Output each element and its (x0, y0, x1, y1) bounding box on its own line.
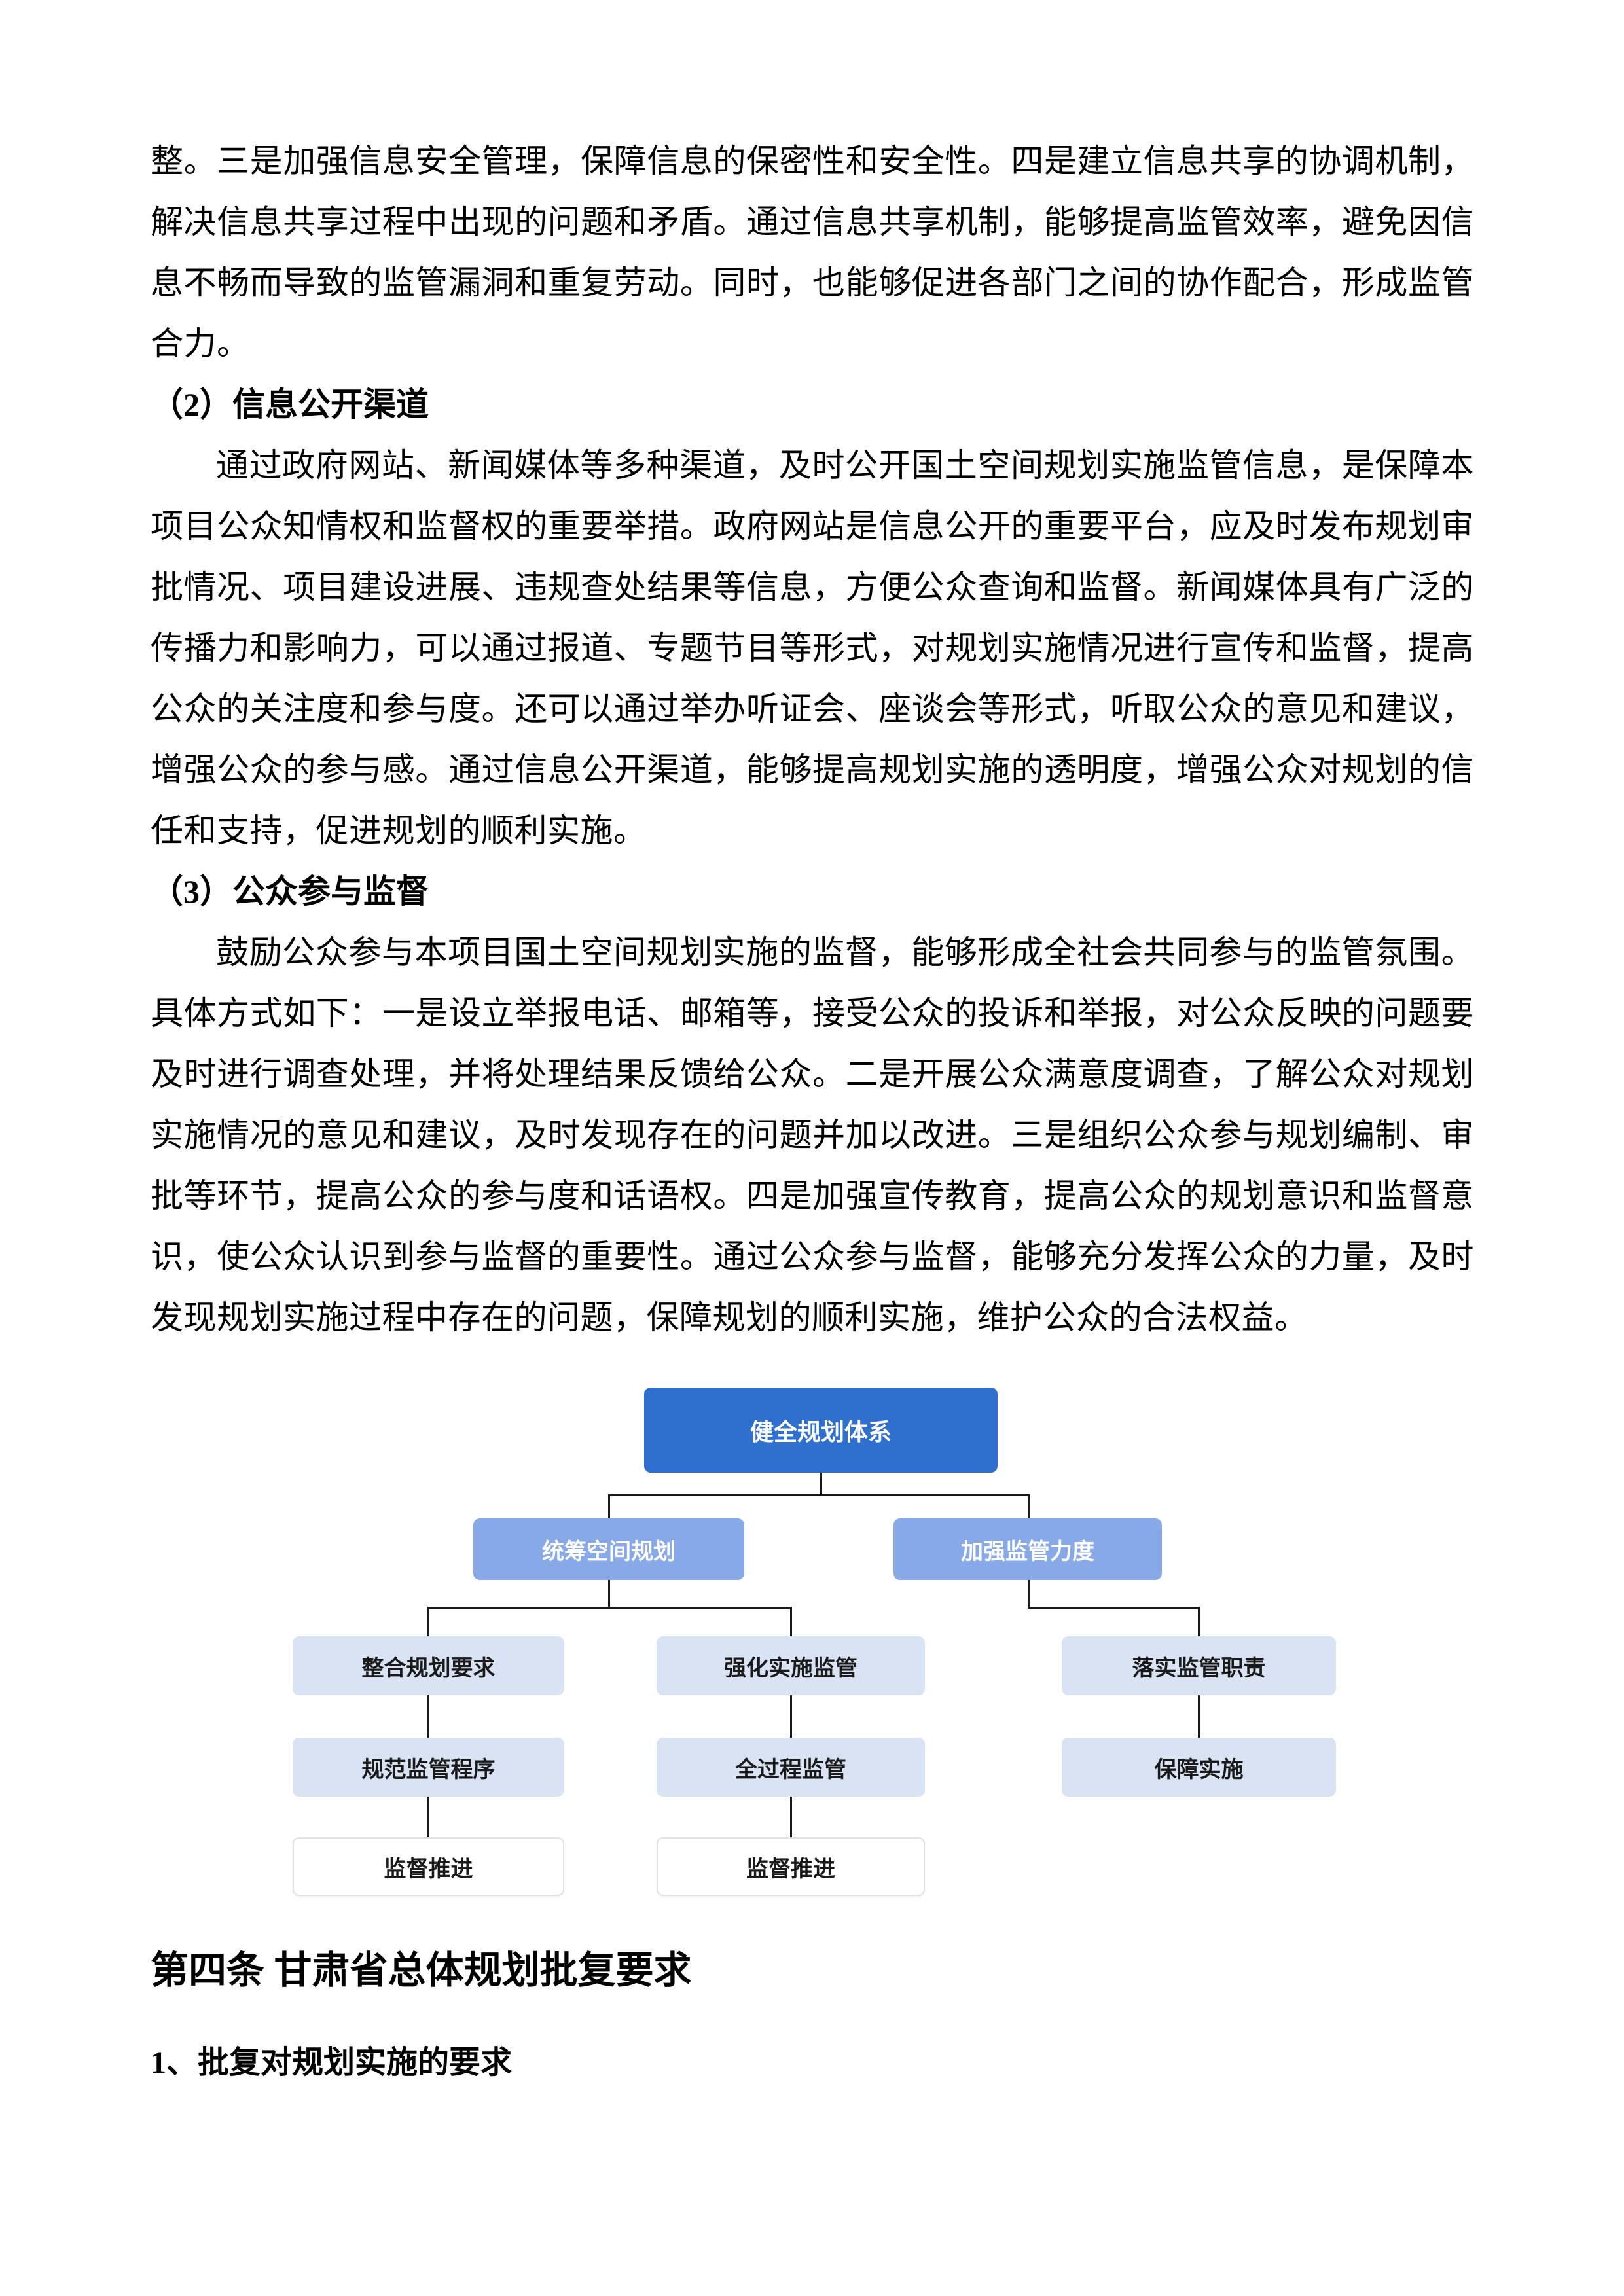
heading-approval-requirements: 1、批复对规划实施的要求 (151, 2045, 513, 2080)
connector (790, 1695, 792, 1738)
connector (427, 1797, 429, 1837)
flowchart-node-spatial-planning: 统筹空间规划 (473, 1518, 744, 1580)
connector (608, 1494, 610, 1518)
heading-public-participation: （3）公众参与监督 (151, 873, 429, 910)
flowchart-node-supervise-promote-1: 监督推进 (293, 1837, 564, 1896)
connector (1028, 1580, 1030, 1607)
document-content: 整。三是加强信息安全管理，保障信息的保密性和安全性。四是建立信息共享的协调机制，… (151, 131, 1474, 2092)
flowchart-node-strengthen-supervision: 加强监管力度 (893, 1518, 1162, 1580)
flowchart-node-guarantee-implementation: 保障实施 (1062, 1738, 1336, 1797)
flowchart-node-standardize-procedures: 规范监管程序 (293, 1738, 564, 1797)
connector (427, 1695, 429, 1738)
heading-chapter-four: 第四条 甘肃省总体规划批复要求 (151, 1949, 692, 1992)
paragraph-info-disclosure: 通过政府网站、新闻媒体等多种渠道，及时公开国土空间规划实施监管信息，是保障本项目… (151, 447, 1474, 849)
connector (1028, 1494, 1030, 1518)
connector (790, 1797, 792, 1837)
connector (1198, 1607, 1200, 1636)
flowchart-node-supervise-promote-2: 监督推进 (657, 1837, 925, 1896)
connector (608, 1580, 610, 1607)
connector (1198, 1695, 1200, 1738)
connector (1028, 1607, 1200, 1609)
flowchart-node-implementation-supervision: 强化实施监管 (657, 1636, 925, 1695)
connector (427, 1607, 429, 1636)
connector (427, 1607, 792, 1609)
heading-info-disclosure: （2）信息公开渠道 (151, 386, 429, 423)
connector (820, 1473, 822, 1494)
connector (790, 1607, 792, 1636)
paragraph-info-sharing-continuation: 整。三是加强信息安全管理，保障信息的保密性和安全性。四是建立信息共享的协调机制，… (151, 143, 1474, 362)
connector (608, 1494, 1030, 1496)
flowchart-node-supervision-duties: 落实监管职责 (1062, 1636, 1336, 1695)
flowchart-node-root: 健全规划体系 (644, 1388, 998, 1473)
paragraph-public-participation: 鼓励公众参与本项目国土空间规划实施的监督，能够形成全社会共同参与的监管氛围。具体… (151, 934, 1474, 1336)
flowchart-node-integrate-requirements: 整合规划要求 (293, 1636, 564, 1695)
planning-system-flowchart: 健全规划体系 统筹空间规划 加强监管力度 整合规划要求 强化实施监管 落实监管职… (0, 1384, 1624, 1908)
flowchart-node-whole-process-supervision: 全过程监管 (657, 1738, 925, 1797)
